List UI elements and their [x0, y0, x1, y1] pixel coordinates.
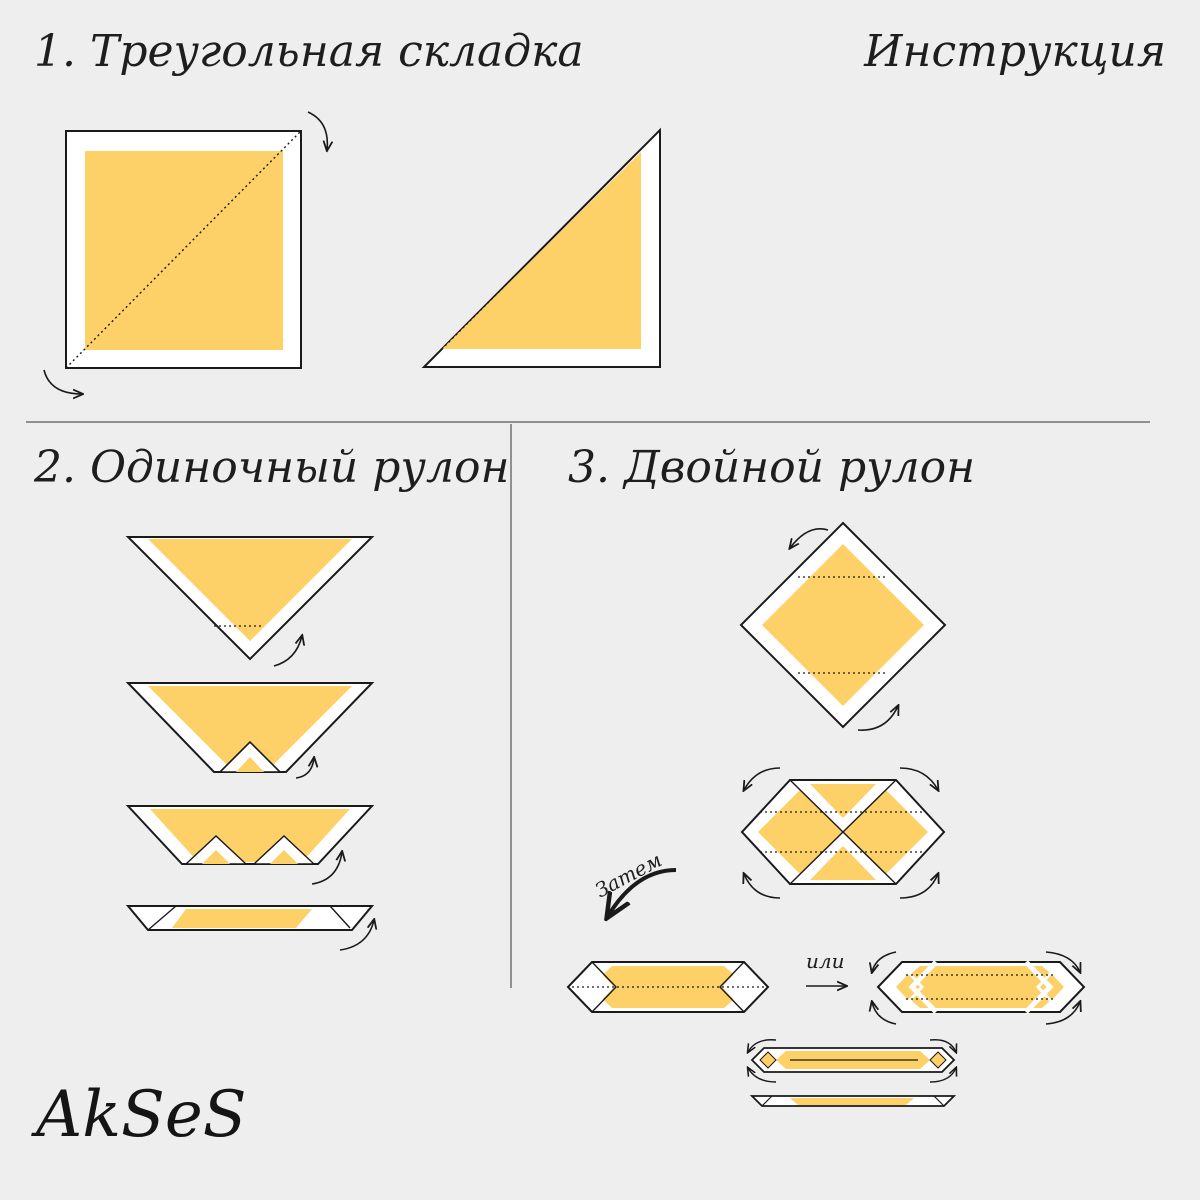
- narrow-band-arrow-tr-icon: [929, 1039, 956, 1052]
- single-roll-step-3: [125, 805, 375, 865]
- roll-arrow-3-icon: [311, 852, 342, 885]
- section-2-title: 2. Одиночный рулон: [34, 442, 510, 493]
- step1-triangle-napkin: [421, 127, 661, 368]
- hex-arrow-tr-icon: [899, 767, 938, 790]
- fold-arrow-top-icon: [307, 111, 327, 150]
- hex-arrow-tl-icon: [744, 767, 781, 790]
- double-roll-hexagon: [740, 779, 946, 885]
- double-roll-final-band: [749, 1095, 957, 1107]
- band-arrow-tl-icon: [872, 951, 897, 972]
- narrow-band-arrow-br-icon: [929, 1068, 956, 1083]
- double-roll-diamond: [739, 521, 947, 729]
- section-1-title: 1. Треугольная складка: [34, 26, 584, 77]
- or-label: или: [806, 949, 845, 973]
- section-3-title: 3. Двойной рулон: [568, 442, 976, 493]
- step1-square-napkin: [65, 130, 302, 369]
- roll-arrow-1-icon: [273, 636, 302, 667]
- roll-arrow-2-icon: [295, 758, 314, 779]
- double-roll-band-alternate: [876, 960, 1086, 1014]
- narrow-band-arrow-tl-icon: [748, 1039, 777, 1052]
- hex-arrow-bl-icon: [744, 874, 781, 899]
- double-roll-narrow-band: [750, 1047, 956, 1073]
- diamond-arrow-top-icon: [790, 528, 829, 548]
- single-roll-step-1: [125, 536, 375, 661]
- band-arrow-br-icon: [1045, 1002, 1080, 1025]
- fold-arrow-bottom-icon: [43, 369, 82, 394]
- brand-signature: AkSeS: [36, 1078, 247, 1152]
- single-roll-step-2: [125, 682, 375, 773]
- band-arrow-tr-icon: [1045, 951, 1080, 972]
- band-arrow-bl-icon: [872, 1002, 897, 1025]
- then-arrow-icon: [608, 868, 677, 916]
- narrow-band-arrow-bl-icon: [748, 1068, 777, 1083]
- double-roll-band: [566, 961, 770, 1013]
- instruction-label: Инструкция: [864, 26, 1166, 77]
- diamond-arrow-bottom-icon: [857, 706, 898, 731]
- hex-arrow-br-icon: [899, 874, 938, 899]
- roll-arrow-4-icon: [339, 920, 374, 951]
- single-roll-step-4: [125, 905, 375, 931]
